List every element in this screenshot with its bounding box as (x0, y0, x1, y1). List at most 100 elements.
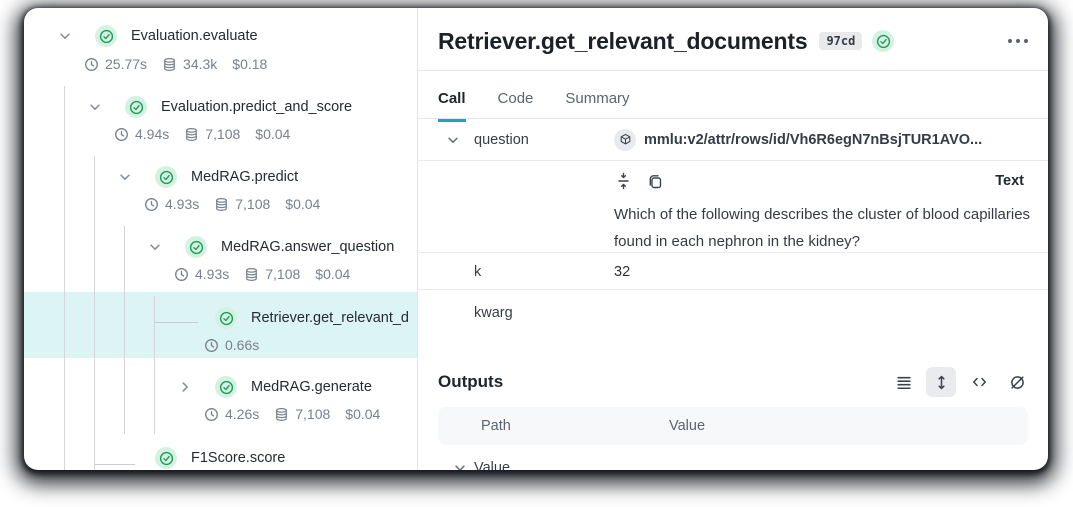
tree-item-evaluation-evaluate[interactable]: Evaluation.evaluate (56, 22, 258, 50)
column-header-path: Path (481, 418, 511, 434)
success-status-icon (185, 236, 207, 258)
chevron-down-icon[interactable] (146, 238, 164, 256)
tree-item-label: MedRAG.predict (191, 169, 299, 185)
question-text-row: Which of the following describes the clu… (418, 197, 1048, 253)
collapse-rows-icon[interactable] (888, 367, 918, 397)
panel-divider (417, 8, 418, 470)
tokens-value: 7,108 (235, 196, 271, 212)
call-title: Retriever.get_relevant_documents (438, 27, 808, 54)
clock-icon (145, 197, 158, 211)
tree-item-label: Evaluation.predict_and_score (161, 99, 353, 115)
cost-value: $0.04 (285, 196, 321, 212)
input-key: question (474, 131, 529, 148)
input-key: kwarg (474, 305, 513, 321)
tokens-value: 7,108 (205, 126, 241, 142)
tab-call[interactable]: Call (438, 90, 466, 122)
tree-item-f1score-score[interactable]: F1Score.score (116, 444, 285, 470)
success-status-icon (872, 30, 895, 52)
tree-item-label: Retriever.get_relevant_d (251, 310, 409, 326)
chevron-down-icon[interactable] (56, 27, 74, 45)
tree-guide-line (154, 296, 155, 434)
tree-item-label: F1Score.score (191, 450, 286, 466)
column-header-value: Value (669, 418, 706, 434)
input-key: k (474, 263, 482, 280)
tree-guide-line (124, 226, 125, 434)
duration-value: 0.66s (225, 337, 260, 353)
hide-values-icon[interactable] (1002, 367, 1032, 397)
tabs-divider (418, 118, 1048, 119)
tree-item-stats: 4.93s 7,108 $0.04 (174, 262, 365, 286)
chevron-down-icon[interactable] (116, 168, 134, 186)
collapse-value-icon[interactable] (612, 170, 634, 192)
tokens-icon (164, 57, 175, 71)
duration-value: 25.77s (105, 56, 148, 72)
clock-icon (175, 267, 188, 281)
chevron-down-icon[interactable] (453, 461, 467, 470)
tokens-value: 7,108 (295, 406, 331, 422)
expand-rows-icon[interactable] (926, 367, 956, 397)
tokens-icon (216, 197, 228, 211)
tree-item-stats: 4.94s 7,108 $0.04 (114, 122, 305, 146)
tree-item-predict-and-score[interactable]: Evaluation.predict_and_score (86, 93, 352, 121)
duration-value: 4.94s (135, 126, 170, 142)
cost-value: $0.18 (232, 56, 268, 72)
output-path-label: Value (474, 460, 511, 470)
tree-guide-line (64, 86, 65, 470)
tree-item-label: MedRAG.generate (251, 379, 372, 395)
tree-item-medrag-generate[interactable]: MedRAG.generate (176, 373, 372, 401)
outputs-header: Outputs (438, 360, 1032, 404)
tree-item-retriever-get-relevant-documents[interactable]: Retriever.get_relevant_d (176, 304, 409, 332)
input-row-kwarg: kwarg (418, 291, 1048, 335)
success-status-icon (125, 96, 147, 118)
chevron-down-icon[interactable] (86, 98, 104, 116)
code-view-icon[interactable] (964, 367, 994, 397)
tab-bar: Call Code Summary (438, 90, 630, 122)
tab-code[interactable]: Code (497, 90, 534, 107)
header-divider (418, 70, 1048, 71)
tokens-value: 7,108 (265, 266, 301, 282)
tokens-value: 34.3k (183, 56, 218, 72)
tab-summary[interactable]: Summary (565, 90, 630, 107)
input-row-question: question mmlu:v2/attr/rows/id/Vh6R6egN7n… (418, 119, 1048, 161)
tree-item-stats: 4.93s 7,108 $0.04 (144, 192, 335, 216)
question-text: Which of the following describes the clu… (614, 206, 1031, 250)
duration-value: 4.26s (225, 406, 260, 422)
tree-item-stats: 25.77s 34.3k $0.18 (84, 52, 282, 76)
format-selector[interactable]: Text (995, 173, 1024, 189)
input-value: 32 (614, 263, 631, 280)
cost-value: $0.04 (315, 266, 351, 282)
value-toolbar-row: Text (418, 162, 1048, 200)
success-status-icon (155, 447, 177, 469)
object-cube-icon (614, 128, 636, 151)
input-row-k: k 32 (418, 254, 1048, 290)
output-row-value[interactable]: Value (418, 448, 1048, 470)
tokens-icon (246, 267, 258, 281)
trace-window: Evaluation.evaluate 25.77s 34.3k $0.18 E… (24, 8, 1048, 470)
overflow-menu-icon[interactable] (1004, 33, 1032, 49)
tree-connector-line (154, 322, 198, 323)
success-status-icon (215, 307, 237, 329)
success-status-icon (95, 25, 117, 47)
cost-value: $0.04 (255, 126, 291, 142)
chevron-right-icon[interactable] (176, 378, 194, 396)
version-badge: 97cd (819, 32, 863, 50)
outputs-title: Outputs (438, 372, 504, 391)
chevron-down-icon[interactable] (446, 133, 460, 147)
tree-item-medrag-predict[interactable]: MedRAG.predict (116, 163, 298, 191)
tree-item-label: Evaluation.evaluate (131, 28, 258, 44)
success-status-icon (155, 166, 177, 188)
cost-value: $0.04 (345, 406, 381, 422)
copy-icon[interactable] (644, 170, 666, 192)
tree-item-stats: 0.66s (204, 333, 274, 357)
tree-item-answer-question[interactable]: MedRAG.answer_question (146, 233, 394, 261)
outputs-table-header: Path Value (438, 407, 1028, 445)
tree-item-stats: 4.26s 7,108 $0.04 (204, 402, 395, 426)
tokens-icon (276, 407, 288, 421)
object-ref-link[interactable]: mmlu:v2/attr/rows/id/Vh6R6egN7nBsjTUR1AV… (614, 128, 982, 151)
chevron-spacer (176, 309, 194, 327)
clock-icon (205, 407, 218, 421)
tree-item-label: MedRAG.answer_question (221, 239, 395, 255)
trace-tree-panel: Evaluation.evaluate 25.77s 34.3k $0.18 E… (24, 8, 417, 470)
tree-connector-line (94, 464, 135, 465)
call-detail-panel: Retriever.get_relevant_documents 97cd Ca… (418, 8, 1048, 470)
